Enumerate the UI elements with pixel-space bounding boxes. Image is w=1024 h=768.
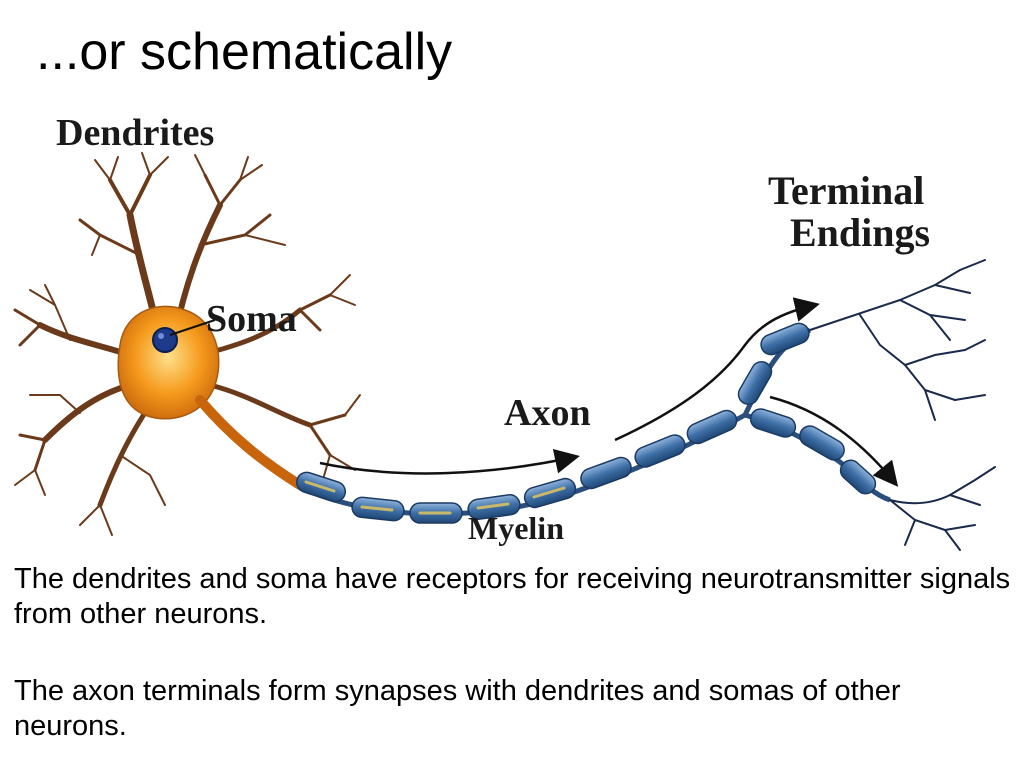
signal-arrows <box>319 297 899 487</box>
dendrites-label: Dendrites <box>56 112 215 154</box>
terminal-endings-label: Terminal Endings <box>768 170 988 254</box>
soma-label: Soma <box>206 298 297 340</box>
nucleus <box>152 327 178 353</box>
axon-hillock <box>195 395 305 490</box>
axon-label: Axon <box>504 392 591 434</box>
dendrites <box>13 152 361 536</box>
soma <box>117 305 220 420</box>
myelin-label: Myelin <box>468 510 564 546</box>
terminal-endings <box>809 259 996 551</box>
neuron-diagram <box>13 152 996 551</box>
caption-synapses: The axon terminals form synapses with de… <box>14 675 901 743</box>
soma-pointer <box>169 319 216 336</box>
caption-receptors: The dendrites and soma have receptors fo… <box>14 563 1011 631</box>
terminal-label-line1: Terminal <box>768 168 925 213</box>
myelin-inner <box>304 480 566 515</box>
terminal-label-line2: Endings <box>790 210 931 255</box>
slide-title: ...or schematically <box>36 23 453 81</box>
